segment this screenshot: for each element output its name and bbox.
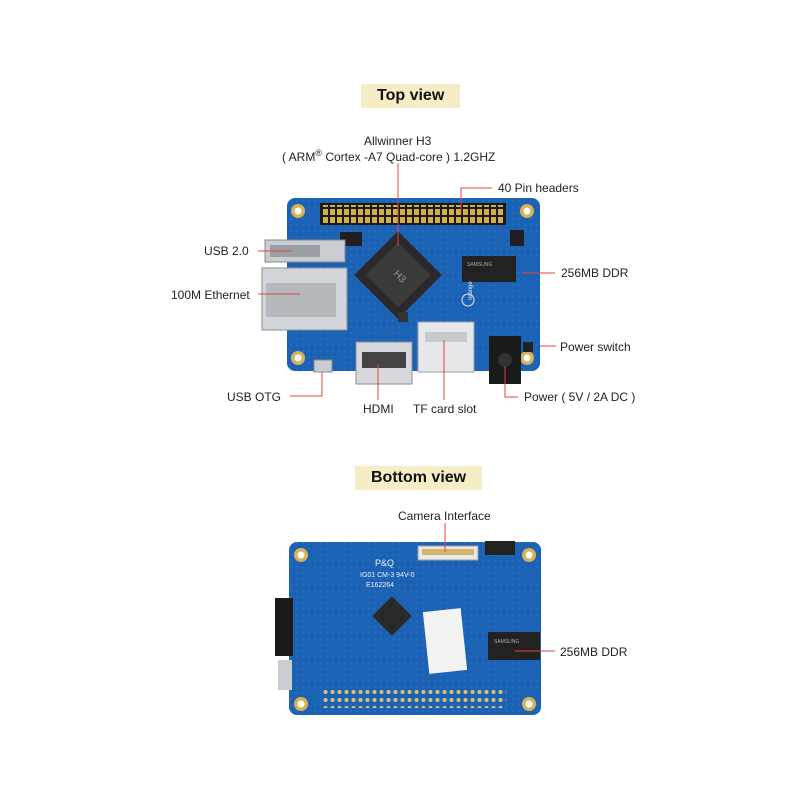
tf-card-slot xyxy=(417,321,475,373)
ram-chip xyxy=(462,256,516,282)
bottom-ram-mark: SAMSUNG xyxy=(494,639,519,645)
label-usb-otg: USB OTG xyxy=(227,390,282,404)
label-cpu-line2: ( ARM® Cortex -A7 Quad-core ) 1.2GHZ xyxy=(282,148,495,164)
bottom-leader-lines xyxy=(444,523,555,652)
label-power-switch: Power switch xyxy=(560,340,631,354)
bottom-view-title: Bottom view xyxy=(355,466,483,490)
usb-otg-port xyxy=(313,359,333,373)
label-ddr-top: 256MB DDR xyxy=(561,266,629,280)
bottom-board: SAMSUNG P&Q IG01 CM-3 94V-0 E162264 xyxy=(275,541,541,715)
silk-line2: IG01 CM-3 94V-0 xyxy=(360,572,415,579)
label-tf-card: TF card slot xyxy=(413,402,477,416)
bottom-ram-chip xyxy=(488,632,540,660)
top-view-title: Top view xyxy=(361,84,461,108)
label-cpu-line1: Allwinner H3 xyxy=(364,134,432,148)
label-camera: Camera Interface xyxy=(398,509,491,523)
power-switch-part xyxy=(523,342,533,352)
top-board: H3 SAMSUNG orange xyxy=(261,198,540,385)
registered-mark: ® xyxy=(315,148,322,158)
bottom-pin-header xyxy=(323,690,506,708)
label-cpu-line2-b: Cortex -A7 Quad-core ) 1.2GHZ xyxy=(321,150,496,164)
label-ethernet: 100M Ethernet xyxy=(171,288,250,302)
ram-mark: SAMSUNG xyxy=(467,262,492,268)
serial-sticker xyxy=(422,608,468,674)
silk-line3: E162264 xyxy=(366,582,394,589)
label-hdmi: HDMI xyxy=(363,402,394,416)
label-ddr-bottom: 256MB DDR xyxy=(560,645,628,659)
brand-mark: orange xyxy=(468,281,474,300)
top-leader-lines xyxy=(258,163,556,400)
label-usb20: USB 2.0 xyxy=(204,244,249,258)
silk-line1: P&Q xyxy=(375,558,394,568)
label-pin-headers: 40 Pin headers xyxy=(498,181,579,195)
label-power: Power ( 5V / 2A DC ) xyxy=(524,390,636,404)
label-cpu-line2-a: ( ARM xyxy=(282,150,316,164)
